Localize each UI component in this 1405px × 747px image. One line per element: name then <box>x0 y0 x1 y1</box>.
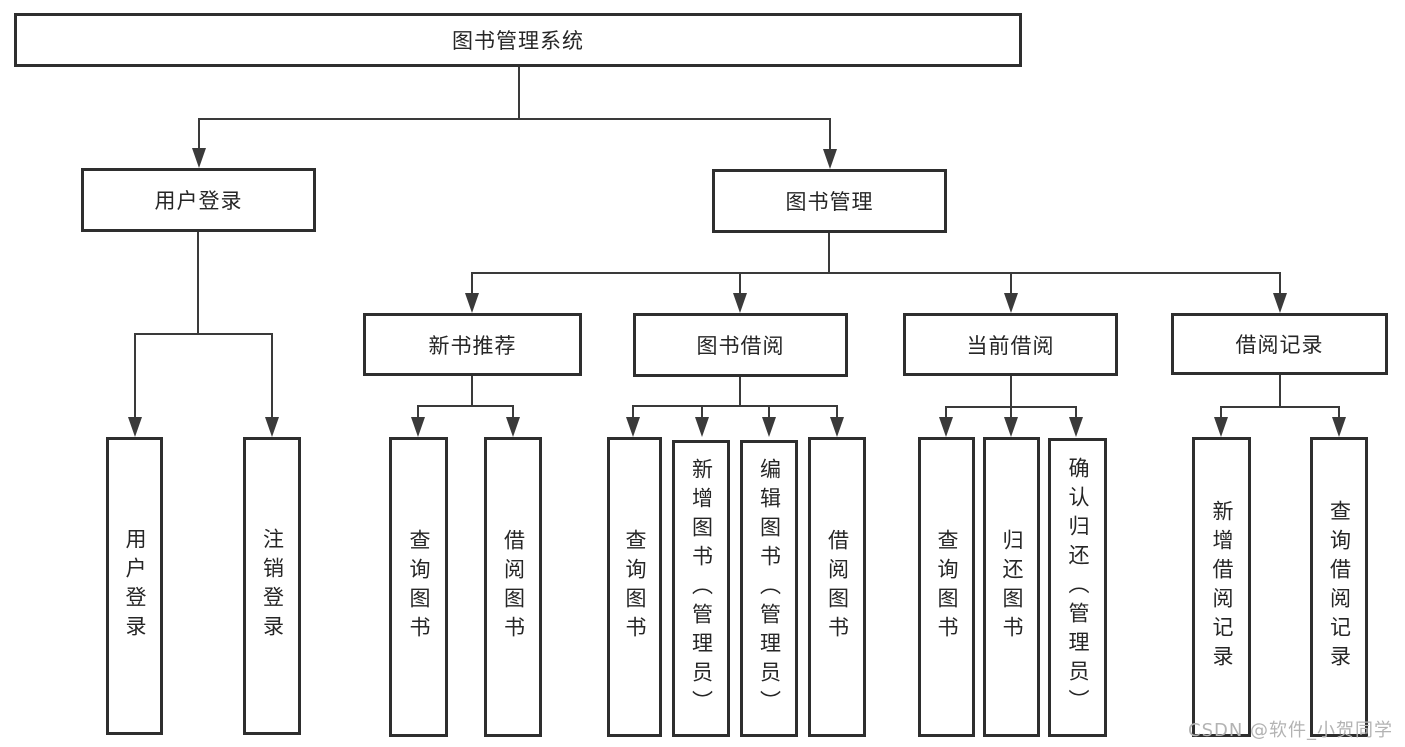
connector-line <box>739 377 741 406</box>
node-label: 图书管理 <box>785 190 874 214</box>
connector-line <box>134 333 136 417</box>
arrow-down-icon <box>1004 293 1018 313</box>
connector-line <box>1220 406 1340 408</box>
connector-line <box>197 232 199 335</box>
arrow-down-icon <box>1332 417 1346 437</box>
arrow-down-icon <box>626 417 640 437</box>
leaf-borrow-book-1: 借阅图书 <box>484 437 542 737</box>
connector-line <box>829 118 831 149</box>
arrow-down-icon <box>762 417 776 437</box>
node-label: 当前借阅 <box>966 333 1055 358</box>
leaf-label: 用户登录 <box>123 528 147 644</box>
arrow-down-icon <box>192 148 206 168</box>
connector-line <box>471 272 473 293</box>
connector-line <box>1338 406 1340 417</box>
arrow-down-icon <box>1069 417 1083 437</box>
connector-line <box>198 118 200 148</box>
connector-line <box>512 405 514 417</box>
connector-line <box>1010 406 1012 417</box>
leaf-label: 查询图书 <box>935 529 959 645</box>
node-root: 图书管理系统 <box>14 13 1022 67</box>
connector-line <box>836 405 838 417</box>
leaf-add-book-admin: 新增图书（管理员） <box>672 440 730 737</box>
leaf-label: 查询借阅记录 <box>1327 500 1352 674</box>
arrow-down-icon <box>823 149 837 169</box>
connector-line <box>701 405 703 417</box>
leaf-label: 注销登录 <box>260 528 285 644</box>
connector-line <box>632 405 634 417</box>
arrow-down-icon <box>128 417 142 437</box>
leaf-query-borrow-record: 查询借阅记录 <box>1310 437 1368 737</box>
arrow-down-icon <box>1273 293 1287 313</box>
node-label: 借阅记录 <box>1235 333 1324 357</box>
node-new-book-recommend: 新书推荐 <box>363 313 582 376</box>
leaf-query-book-3: 查询图书 <box>918 437 975 737</box>
leaf-label: 查询图书 <box>407 529 431 645</box>
node-label: 用户登录 <box>154 189 243 213</box>
connector-line <box>518 67 520 119</box>
leaf-edit-book-admin: 编辑图书（管理员） <box>740 440 798 737</box>
connector-line <box>739 272 741 293</box>
arrow-down-icon <box>1214 417 1228 437</box>
leaf-label: 编辑图书（管理员） <box>757 458 782 719</box>
connector-line <box>828 233 830 274</box>
leaf-query-book-2: 查询图书 <box>607 437 662 737</box>
connector-line <box>134 333 273 335</box>
connector-line <box>1279 272 1281 293</box>
arrow-down-icon <box>939 417 953 437</box>
node-user-login: 用户登录 <box>81 168 316 232</box>
connector-line <box>417 405 514 407</box>
leaf-label: 归还图书 <box>1000 529 1024 645</box>
connector-line <box>1075 406 1077 417</box>
arrow-down-icon <box>506 417 520 437</box>
connector-line <box>471 272 1281 274</box>
connector-line <box>1010 376 1012 407</box>
connector-line <box>417 405 419 417</box>
node-borrow-record: 借阅记录 <box>1171 313 1388 375</box>
arrow-down-icon <box>411 417 425 437</box>
leaf-label: 查询图书 <box>623 529 647 645</box>
connector-line <box>271 333 273 417</box>
leaf-label: 借阅图书 <box>825 529 850 645</box>
leaf-add-borrow-record: 新增借阅记录 <box>1192 437 1251 737</box>
arrow-down-icon <box>695 417 709 437</box>
connector-line <box>1010 272 1012 293</box>
leaf-logout: 注销登录 <box>243 437 301 735</box>
connector-line <box>198 118 831 120</box>
node-label: 图书借阅 <box>696 334 785 358</box>
arrow-down-icon <box>733 293 747 313</box>
node-current-borrow: 当前借阅 <box>903 313 1118 376</box>
arrow-down-icon <box>465 293 479 313</box>
leaf-label: 确认归还（管理员） <box>1066 457 1090 718</box>
node-root-label: 图书管理系统 <box>452 29 584 53</box>
node-book-borrow: 图书借阅 <box>633 313 848 377</box>
csdn-watermark: CSDN @软件_小贺同学 <box>1188 720 1394 741</box>
leaf-query-book-1: 查询图书 <box>389 437 448 737</box>
leaf-label: 新增借阅记录 <box>1210 500 1234 674</box>
connector-line <box>768 405 770 417</box>
connector-line <box>632 405 838 407</box>
leaf-label: 新增图书（管理员） <box>689 458 714 719</box>
arrow-down-icon <box>265 417 279 437</box>
node-book-management: 图书管理 <box>712 169 947 233</box>
connector-line <box>471 376 473 406</box>
arrow-down-icon <box>1004 417 1018 437</box>
connector-line <box>1220 406 1222 417</box>
leaf-label: 借阅图书 <box>501 529 526 645</box>
arrow-down-icon <box>830 417 844 437</box>
leaf-return-book: 归还图书 <box>983 437 1040 737</box>
leaf-user-login: 用户登录 <box>106 437 163 735</box>
leaf-borrow-book-2: 借阅图书 <box>808 437 866 737</box>
leaf-confirm-return-admin: 确认归还（管理员） <box>1048 438 1107 737</box>
connector-line <box>1279 375 1281 407</box>
node-label: 新书推荐 <box>428 333 517 358</box>
connector-line <box>945 406 947 417</box>
